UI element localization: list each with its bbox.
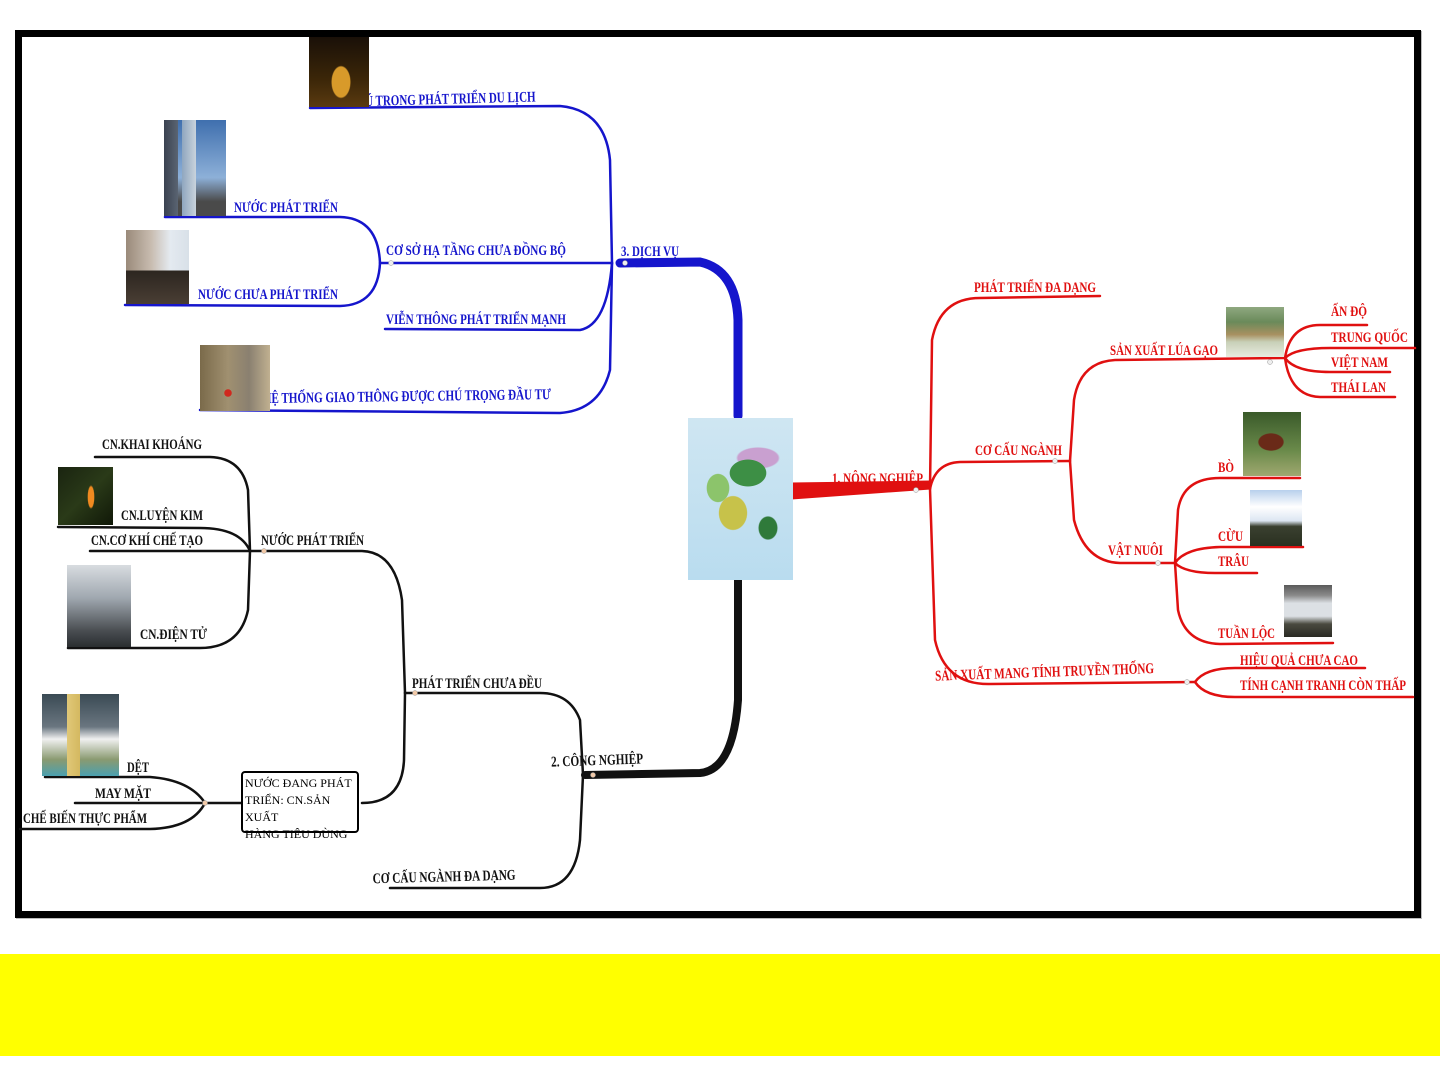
label-nuoc-phat-trien-cn: NƯỚC PHÁT TRIỂN [261, 531, 364, 549]
box-line-1: NƯỚC ĐANG PHÁT [245, 776, 352, 790]
rice-field-image [1226, 307, 1284, 357]
node-dot [412, 690, 418, 696]
asia-map-image [688, 418, 793, 580]
traffic-image [200, 345, 270, 411]
connector-line [56, 525, 252, 553]
label-bo: BÒ [1218, 459, 1234, 476]
label-cong-nghiep: 2. CÔNG NGHIỆP [551, 750, 644, 770]
node-dot [1184, 679, 1190, 685]
textile-image [42, 694, 119, 776]
connector-line [123, 261, 382, 308]
dich-vu-branch [123, 104, 743, 421]
label-thai-lan: THÁI LAN [1331, 379, 1386, 396]
connector-line [1193, 666, 1367, 684]
connector-line [1283, 356, 1392, 374]
reindeer-image [1284, 585, 1332, 637]
cong-nghiep-branch [18, 455, 742, 890]
node-dot [1052, 458, 1058, 464]
label-canh-tranh: TÍNH CẠNH TRANH CÒN THẤP [1240, 677, 1406, 694]
sheep-image [1250, 490, 1302, 546]
label-vien-thong: VIỄN THÔNG PHÁT TRIỂN MẠNH [386, 310, 566, 328]
node-dot [388, 260, 394, 266]
connector-line [1283, 356, 1397, 399]
label-hieu-qua: HIỆU QUẢ CHƯA CAO [1240, 652, 1358, 669]
label-dien-tu: CN.ĐIỆN TỬ [140, 626, 207, 643]
label-vat-nuoi: VẬT NUÔI [1108, 542, 1163, 559]
connector-line [1173, 545, 1305, 565]
connector-line [248, 549, 407, 695]
street-image [126, 230, 189, 304]
label-nuoc-phat-trien-dv: NƯỚC PHÁT TRIỂN [234, 198, 338, 216]
connector-line [928, 294, 1102, 491]
bottom-yellow-bar [0, 954, 1440, 1056]
connector-line [360, 691, 407, 805]
connector-line [43, 775, 207, 805]
connector-line [1068, 356, 1287, 463]
node-dot [261, 548, 267, 554]
connector-line [163, 215, 382, 265]
connector-line [1283, 346, 1417, 360]
label-giao-thong: HỆ THỐNG GIAO THÔNG ĐƯỢC CHÚ TRỌNG ĐẦU T… [263, 385, 551, 407]
label-det: DỆT [127, 759, 149, 776]
connector-line [1173, 476, 1302, 565]
connector-line [388, 773, 585, 890]
box-line-3: HÀNG TIÊU DÙNG [245, 827, 348, 841]
label-may-mat: MAY MẶT [95, 785, 151, 802]
label-an-do: ẤN ĐỘ [1331, 303, 1367, 320]
label-viet-nam: VIỆT NAM [1331, 354, 1388, 371]
connector-line [198, 261, 614, 415]
node-dot [913, 487, 919, 493]
connector-line [928, 487, 1197, 686]
label-che-bien-thuc-pham: CHẾ BIẾN THỰC PHẨM [23, 809, 147, 827]
label-co-khi-che-tao: CN.CƠ KHÍ CHẾ TẠO [91, 532, 203, 549]
label-trau: TRÂU [1218, 553, 1249, 570]
label-nuoc-chua-phat-trien: NƯỚC CHƯA PHÁT TRIỂN [198, 285, 338, 303]
connector-line [1193, 680, 1415, 699]
box-line-2: TRIỂN: CN.SẢN XUẤT [245, 793, 331, 824]
node-dot [202, 800, 208, 806]
connector-line [1173, 561, 1335, 646]
connector-line [308, 104, 614, 265]
node-dot [622, 260, 628, 266]
connector-line [1283, 323, 1369, 360]
connector-line [93, 455, 252, 553]
label-luyen-kim: CN.LUYỆN KIM [121, 507, 203, 524]
label-phat-trien-chua-deu: PHÁT TRIỂN CHƯA ĐỀU [412, 674, 542, 692]
label-tuan-loc: TUẦN LỘC [1218, 625, 1275, 642]
connector-line [1173, 561, 1259, 575]
steel-image [58, 467, 113, 525]
connector-line [403, 691, 585, 777]
label-lua-gao: SẢN XUẤT LÚA GẠO [1110, 342, 1218, 359]
label-truyen-thong: SẢN XUẤT MANG TÍNH TRUYỀN THỐNG [935, 659, 1155, 685]
connector-line [383, 261, 614, 332]
label-co-so-ha-tang: CƠ SỞ HẠ TẦNG CHƯA ĐỒNG BỘ [386, 241, 566, 259]
node-nuoc-dang-phat-trien: NƯỚC ĐANG PHÁT TRIỂN: CN.SẢN XUẤT HÀNG T… [241, 771, 359, 841]
connector-line [18, 801, 207, 831]
connector-line [615, 257, 743, 421]
label-nong-nghiep: 1. NÔNG NGHIỆP [832, 470, 923, 487]
node-dot [590, 772, 596, 778]
connector-line [66, 549, 252, 650]
node-dot [1155, 560, 1161, 566]
cow-image [1243, 412, 1301, 476]
label-trung-quoc: TRUNG QUỐC [1331, 328, 1408, 346]
pagoda-image [309, 37, 369, 107]
node-dot [1267, 359, 1273, 365]
label-co-cau-nganh: CƠ CẤU NGÀNH [975, 442, 1062, 459]
connector-line [581, 576, 742, 779]
label-du-lich: CHÚ TRỌNG PHÁT TRIỂN DU LỊCH [348, 87, 536, 110]
label-dich-vu: 3. DỊCH VỤ [621, 244, 679, 260]
electronics-image [67, 565, 131, 647]
label-co-cau-nganh-da-dang: CƠ CẤU NGÀNH ĐA DẠNG [372, 867, 516, 888]
label-khai-khoang: CN.KHAI KHOÁNG [102, 436, 202, 453]
connector-line [1068, 459, 1177, 565]
label-cuu: CỪU [1218, 528, 1243, 545]
skyscraper-image [164, 120, 226, 216]
connector-line [928, 459, 1072, 491]
label-phat-trien-da-dang: PHÁT TRIỂN ĐA DẠNG [974, 278, 1096, 296]
